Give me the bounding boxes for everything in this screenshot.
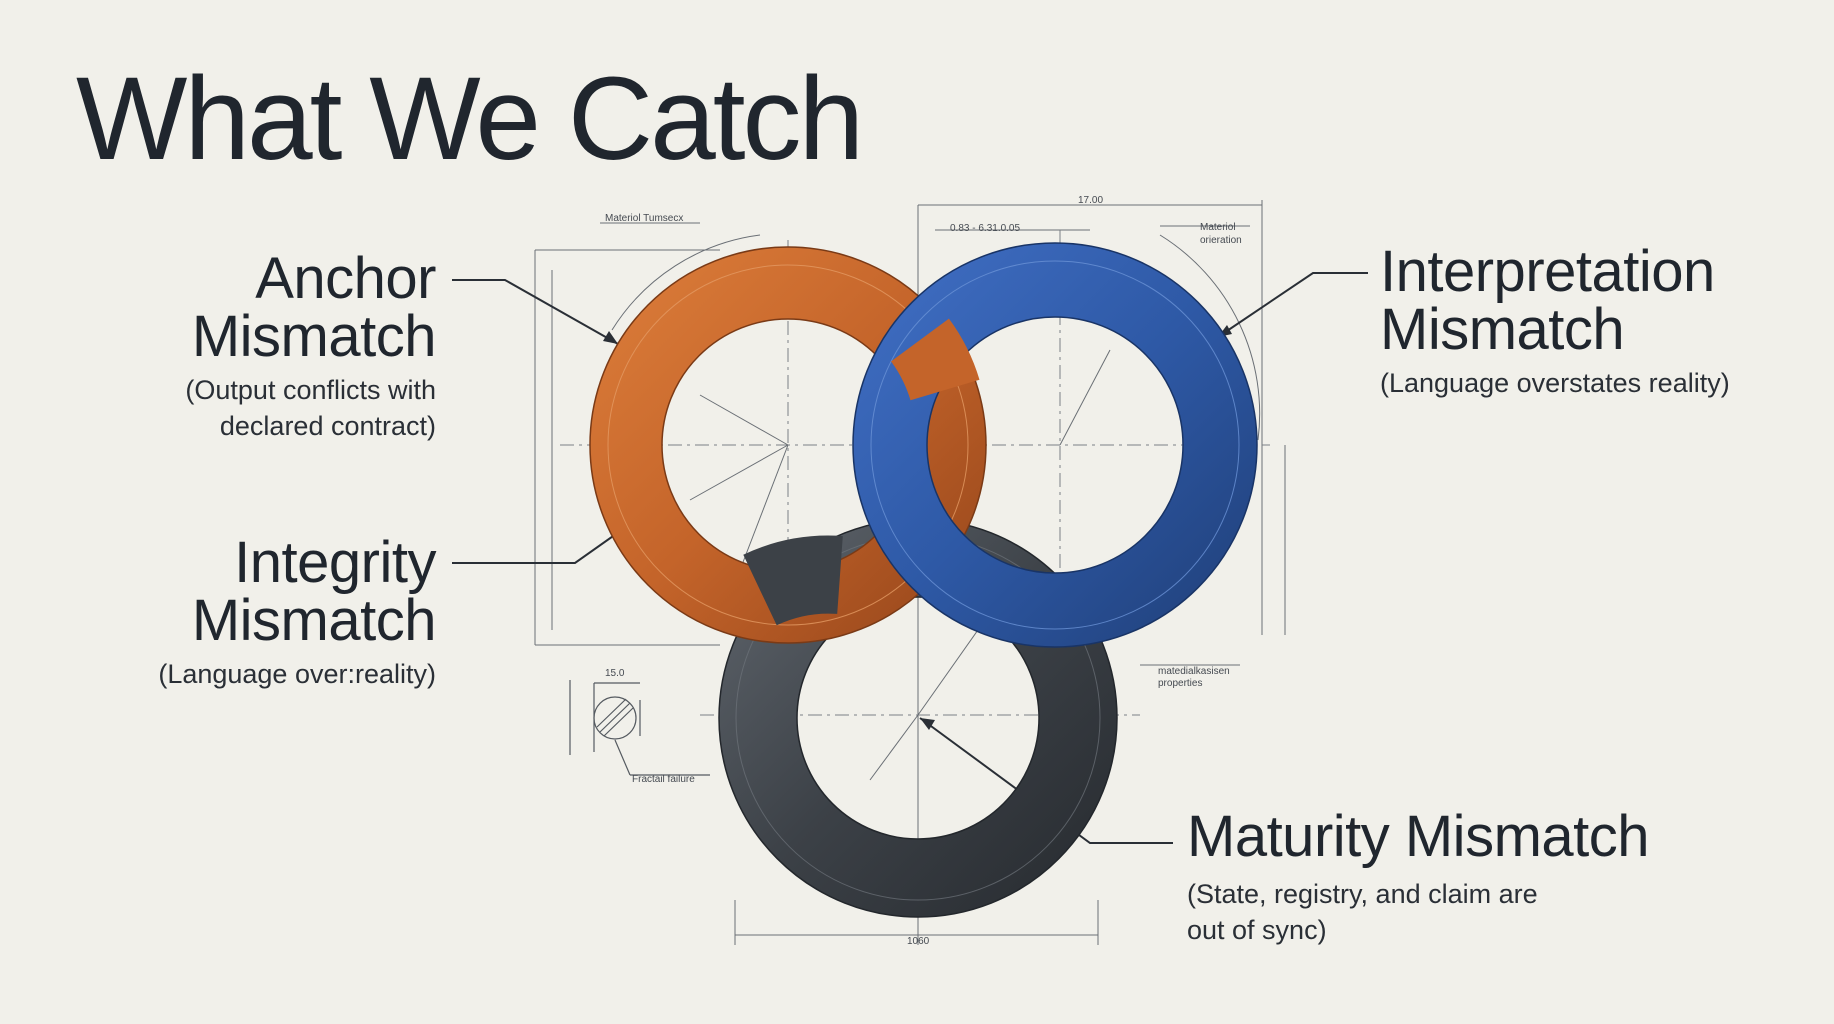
anchor-name-line2: Mismatch	[191, 304, 437, 369]
integrity-desc-line1: (Language over:reality)	[158, 659, 436, 689]
ring-dark-overlap	[743, 535, 843, 626]
ring-orange-overlap	[890, 318, 980, 402]
cross-section-detail	[569, 680, 710, 776]
maturity-desc-line2: out of sync)	[1187, 915, 1327, 946]
interpretation-name-line1: Interpretation	[1380, 239, 1715, 304]
integrity-name-line2: Mismatch	[191, 588, 437, 653]
page-title: What We Catch	[76, 53, 864, 185]
interpretation-name-line2: Mismatch	[1380, 297, 1625, 362]
label-integrity-mismatch: Integrity Mismatch (Language over:realit…	[158, 534, 436, 692]
annotation-properties-1: matedialkasisen	[1158, 666, 1230, 677]
annotation-offset-dim: 0.83 - 6.31.0.05	[950, 223, 1020, 234]
ring-blue	[852, 242, 1258, 648]
annotation-bottom-dim: 1060	[907, 936, 930, 947]
anchor-desc-line2: declared contract)	[219, 411, 436, 442]
maturity-desc-line1: (State, registry, and claim are	[1187, 879, 1538, 909]
label-anchor-mismatch: Anchor Mismatch (Output conflicts with d…	[185, 250, 436, 444]
annotation-material-right-1: Materiol	[1200, 222, 1236, 233]
anchor-name-line1: Anchor	[255, 246, 436, 311]
label-maturity-mismatch: Maturity Mismatch (State, registry, and …	[1187, 804, 1650, 948]
annotation-top-dim: 17.00	[1078, 195, 1103, 206]
annotation-material-right-2: orieration	[1200, 235, 1242, 246]
annotation-properties-2: properties	[1158, 678, 1202, 689]
label-interpretation-mismatch: Interpretation Mismatch (Language overst…	[1380, 243, 1730, 401]
interpretation-desc-line1: (Language overstates reality)	[1380, 368, 1730, 398]
annotation-small-circle-dim: 15.0	[605, 668, 625, 679]
annotation-fracture-note: Fractail failure	[632, 774, 695, 785]
anchor-desc-line1: (Output conflicts with	[185, 375, 436, 405]
annotation-material-left: Materiol Tumsecx	[605, 213, 683, 224]
maturity-name-line1: Maturity Mismatch	[1187, 804, 1650, 869]
integrity-name-line1: Integrity	[234, 530, 436, 595]
